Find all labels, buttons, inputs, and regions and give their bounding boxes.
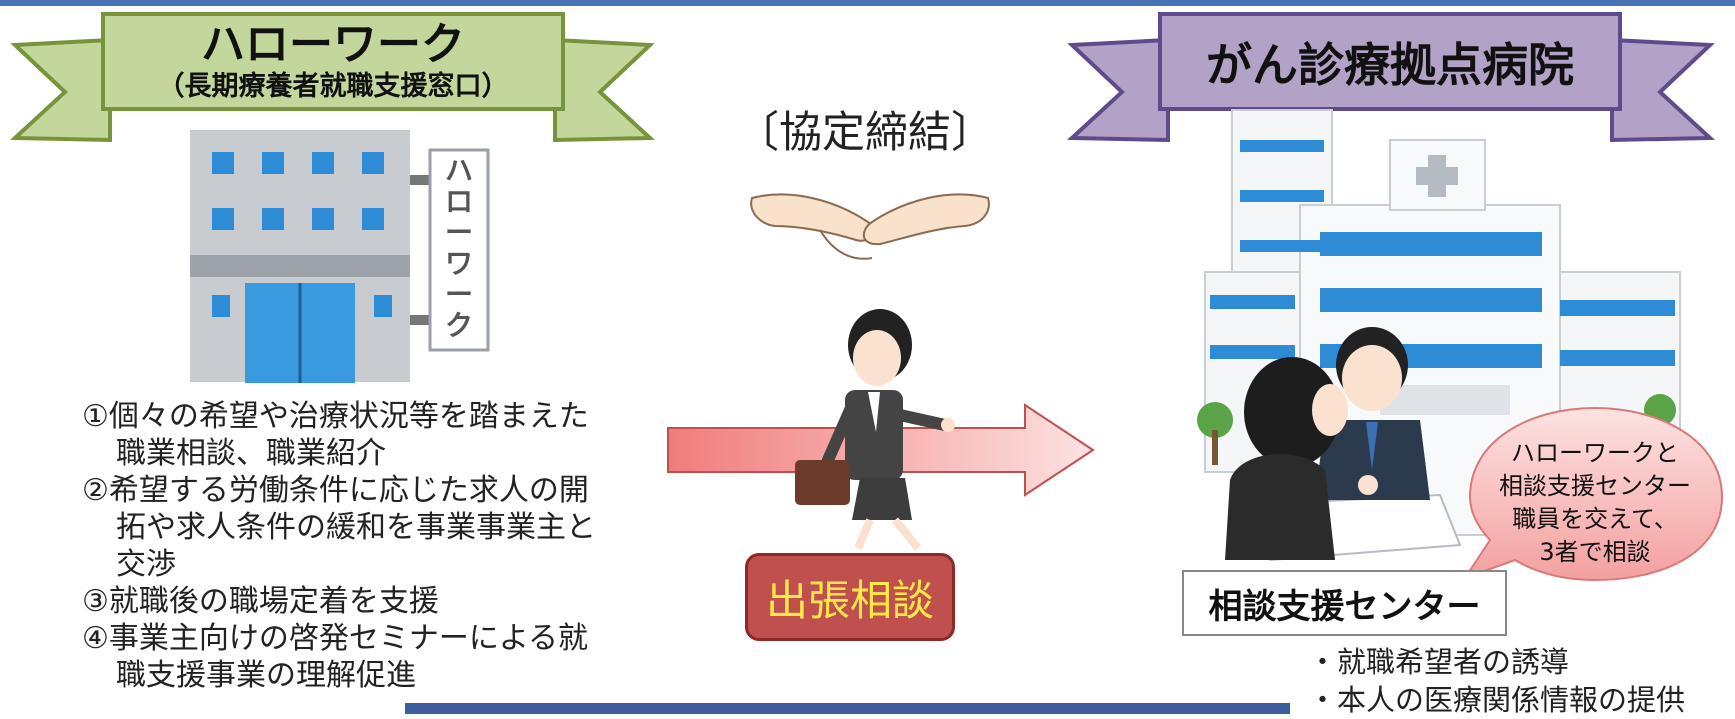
sign-char: ハ xyxy=(445,154,473,187)
bubble-line: 相談支援センター xyxy=(1499,472,1691,500)
handshake-illustration xyxy=(750,193,990,260)
list-item: ②希望する労働条件に応じた求人の開拓や求人条件の緩和を事業事業主と交渉 xyxy=(82,473,596,582)
list-item: ③就職後の職場定着を支援 xyxy=(82,584,439,619)
agreement-label: 〔協定締結〕 xyxy=(736,108,994,158)
bubble-line: 3者で相談 xyxy=(1539,538,1651,566)
list-item: ④事業主向けの啓発セミナーによる就職支援事業の理解促進 xyxy=(82,621,588,693)
sign-char: ー xyxy=(445,216,473,249)
hellowork-sign-text: ハ ロ ー ワ ー ク xyxy=(445,154,473,342)
top-border-line xyxy=(0,0,1735,6)
hellowork-title: ハローワーク xyxy=(201,18,465,70)
list-item: ・就職希望者の誘導 xyxy=(1308,645,1570,679)
hellowork-title-box: ハローワーク （長期療養者就職支援窓口） xyxy=(103,14,563,109)
hospital-ribbon xyxy=(1066,12,1716,143)
sign-char: ワ xyxy=(445,247,473,280)
hellowork-subtitle: （長期療養者就職支援窓口） xyxy=(157,70,509,102)
speech-bubble-text: ハローワークと 相談支援センター 職員を交えて、 3者で相談 xyxy=(1470,437,1720,569)
support-center-list: ・就職希望者の誘導 ・本人の医療関係情報の提供 xyxy=(1308,643,1735,719)
hospital-title: がん診療拠点病院 xyxy=(1206,37,1574,92)
businesswoman-illustration xyxy=(795,309,955,551)
bottom-bar xyxy=(405,703,1290,714)
speech-bubble xyxy=(1462,406,1724,582)
dispatch-consultation-label: 出張相談 xyxy=(745,553,955,641)
consultation-illustration xyxy=(1225,327,1462,562)
sign-char: ク xyxy=(445,309,473,342)
bubble-line: ハローワークと xyxy=(1511,439,1679,467)
list-item: ①個々の希望や治療状況等を踏まえた職業相談、職業紹介 xyxy=(82,399,589,471)
hellowork-building-illustration xyxy=(190,130,490,383)
sign-char: ー xyxy=(445,278,473,311)
hellowork-services-list: ①個々の希望や治療状況等を踏まえた職業相談、職業紹介 ②希望する労働条件に応じた… xyxy=(82,398,602,694)
bubble-line: 職員を交えて、 xyxy=(1512,505,1678,533)
list-item: ・本人の医療関係情報の提供 xyxy=(1308,683,1686,717)
sign-char: ロ xyxy=(445,185,473,218)
hellowork-ribbon xyxy=(9,12,656,143)
support-center-label: 相談支援センター xyxy=(1182,570,1507,636)
